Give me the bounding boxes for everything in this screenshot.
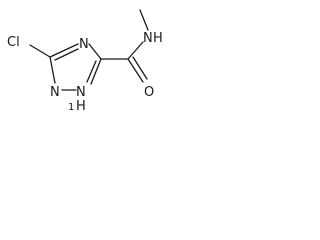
bond-cl-c3 [29,44,51,58]
atom-ring-nh: N [76,85,86,100]
atom-oxygen: O [144,85,154,100]
bond-n2-c3 [49,56,56,84]
bond-c5-n1 [90,58,102,85]
atom-amide-n: N [143,31,153,46]
atom-ring-n-left: N [50,85,60,100]
bond-nh-methyl [139,9,149,31]
bond-c3-n4 [49,43,79,58]
atom-ring-n-top: N [79,37,89,52]
structure-canvas: Cl N N N 1 H N H O [0,0,185,123]
bond-carbonyl-o [127,58,144,83]
bond-c3-n4-inner [54,48,79,61]
atom-labels: Cl N N N 1 H N H O [7,31,163,114]
atom-ring-nh-hydrogen: H [76,99,86,114]
bond-c5-n1-inner [86,60,97,83]
atom-chlorine: Cl [7,35,20,50]
atom-ring-nh-count: 1 [68,102,74,113]
chemical-structure-diagram: Cl N N N 1 H N H O [7,9,163,114]
atom-amide-hydrogen: H [153,31,163,46]
bond-carbonyl-nh [127,41,144,60]
bonds [29,9,149,91]
bond-carbonyl-o-inner [132,56,148,80]
bond-n4-c5 [88,43,102,60]
